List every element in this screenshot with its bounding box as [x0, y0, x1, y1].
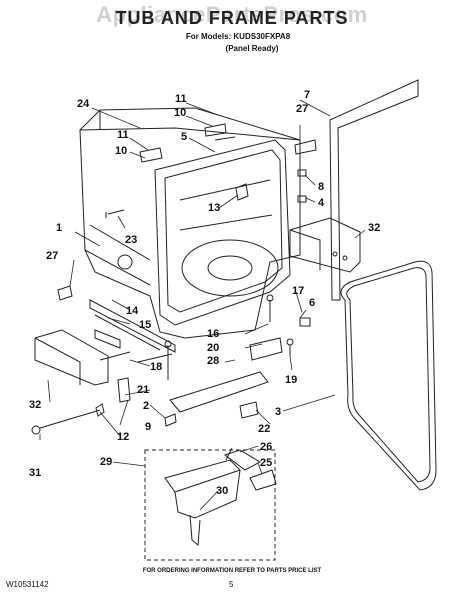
door-gasket: [340, 260, 437, 491]
callout-32-left: 32: [29, 399, 41, 411]
bottom-bracket: [169, 371, 269, 413]
callout-22: 22: [258, 423, 270, 435]
page-title: TUB AND FRAME PARTS: [115, 8, 349, 28]
callout-29: 29: [100, 456, 112, 468]
tub-assembly: [79, 107, 301, 339]
callout-3: 3: [275, 406, 281, 418]
callout-19: 19: [285, 374, 297, 386]
callout-21: 21: [137, 384, 149, 396]
callout-13: 13: [208, 202, 220, 214]
callout-7: 7: [304, 89, 310, 101]
callout-17: 17: [292, 285, 304, 297]
callout-30: 30: [216, 485, 228, 497]
callout-16: 16: [207, 328, 219, 340]
callout-28: 28: [207, 355, 219, 367]
callout-4: 4: [318, 197, 325, 209]
callout-23: 23: [125, 234, 137, 246]
callout-2: 2: [143, 400, 149, 412]
detail-box: [144, 449, 276, 561]
variant-line: (Panel Ready): [225, 44, 279, 53]
callout-20: 20: [207, 342, 219, 354]
callout-12: 12: [117, 431, 129, 443]
page-number: 5: [229, 580, 234, 589]
callout-11-left: 11: [117, 129, 129, 141]
watermark: AppliancePartsPros.com: [96, 2, 368, 27]
callout-6: 6: [309, 297, 315, 309]
ordering-note: FOR ORDERING INFORMATION REFER TO PARTS …: [142, 568, 322, 574]
callout-10-left: 10: [115, 145, 127, 157]
callout-26: 26: [260, 441, 272, 453]
callout-24: 24: [77, 98, 90, 110]
callout-31: 31: [29, 467, 41, 479]
callout-25: 25: [260, 457, 272, 469]
callout-10-top: 10: [174, 107, 186, 119]
callout-9: 9: [145, 421, 151, 433]
insulation-block-left: [34, 329, 109, 386]
callout-27-right: 27: [296, 103, 308, 115]
callout-1: 1: [56, 222, 62, 234]
callout-15: 15: [139, 319, 151, 331]
callout-5: 5: [181, 131, 187, 143]
callout-11-top: 11: [175, 93, 187, 105]
callout-18: 18: [150, 361, 162, 373]
callout-27-left: 27: [46, 250, 58, 262]
document-number: W10531142: [6, 580, 49, 589]
side-strip: [329, 79, 419, 301]
callout-14: 14: [126, 305, 139, 317]
callout-8: 8: [318, 181, 324, 193]
models-line: For Models: KUDS30FXPA8: [185, 32, 291, 41]
callout-32-right: 32: [368, 222, 380, 234]
insulation-block-right: [289, 217, 361, 273]
